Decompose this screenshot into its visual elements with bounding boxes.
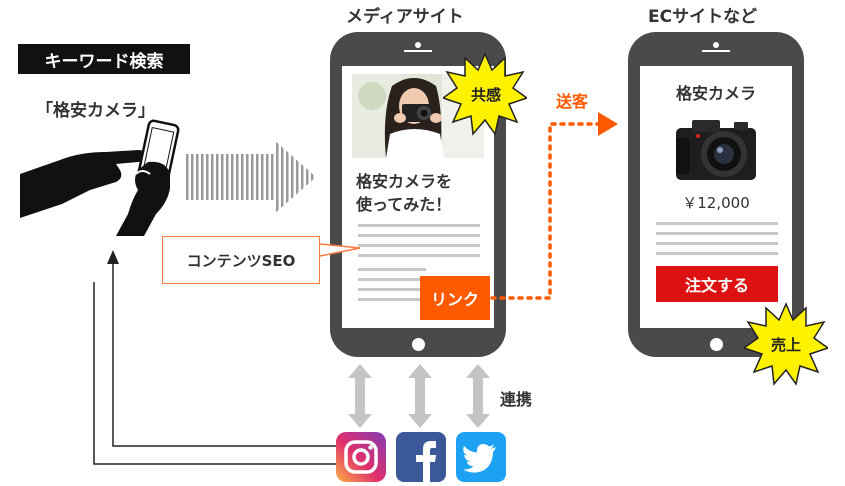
text-line (656, 232, 778, 235)
text-line (358, 244, 480, 247)
twitter-icon[interactable] (456, 432, 506, 482)
search-flow-arrow (186, 140, 316, 214)
text-line (358, 224, 480, 227)
empathy-badge-label: 共感 (470, 86, 501, 104)
order-button[interactable]: 注文する (656, 266, 778, 302)
sales-burst-icon (744, 302, 828, 386)
text-line (358, 234, 480, 237)
camera-product-image (676, 120, 756, 180)
ec-site-heading: ECサイトなど (648, 7, 758, 27)
facebook-icon[interactable] (396, 432, 446, 482)
text-line (656, 252, 778, 255)
product-name: 格安カメラ (675, 84, 756, 103)
search-query-text: 「格安カメラ」 (36, 101, 155, 121)
instagram-icon[interactable] (336, 432, 386, 482)
customer-flow-arrow (490, 112, 618, 300)
text-line (656, 242, 778, 245)
text-line (358, 298, 426, 301)
social-sync-arrows (348, 364, 490, 428)
article-title-line1: 格安カメラを (356, 172, 453, 191)
social-sync-label: 連携 (500, 390, 533, 409)
article-title: 格安カメラを 使ってみた！ (356, 170, 452, 216)
customer-flow-label: 送客 (556, 92, 589, 111)
product-price: ￥12,000 (682, 194, 750, 212)
text-line (358, 288, 426, 291)
article-title-line2: 使ってみた！ (356, 195, 452, 214)
keyword-search-badge: キーワード検索 (18, 44, 190, 74)
social-feedback-arrows (93, 250, 338, 465)
ec-site-phone: 格安カメラ ￥12,000 注文する (628, 32, 804, 357)
text-line (358, 268, 426, 271)
hand-smartphone-icon (20, 119, 180, 236)
content-seo-callout: コンテンツSEO (162, 236, 320, 284)
ec-site-screen: 格安カメラ ￥12,000 注文する (640, 66, 792, 328)
sales-badge-label: 売上 (770, 336, 801, 354)
empathy-burst-icon (443, 52, 527, 136)
link-button[interactable]: リンク (420, 276, 490, 320)
text-line (358, 254, 480, 257)
media-site-heading: メディアサイト (346, 7, 464, 27)
text-line (358, 278, 426, 281)
text-line (656, 222, 778, 225)
